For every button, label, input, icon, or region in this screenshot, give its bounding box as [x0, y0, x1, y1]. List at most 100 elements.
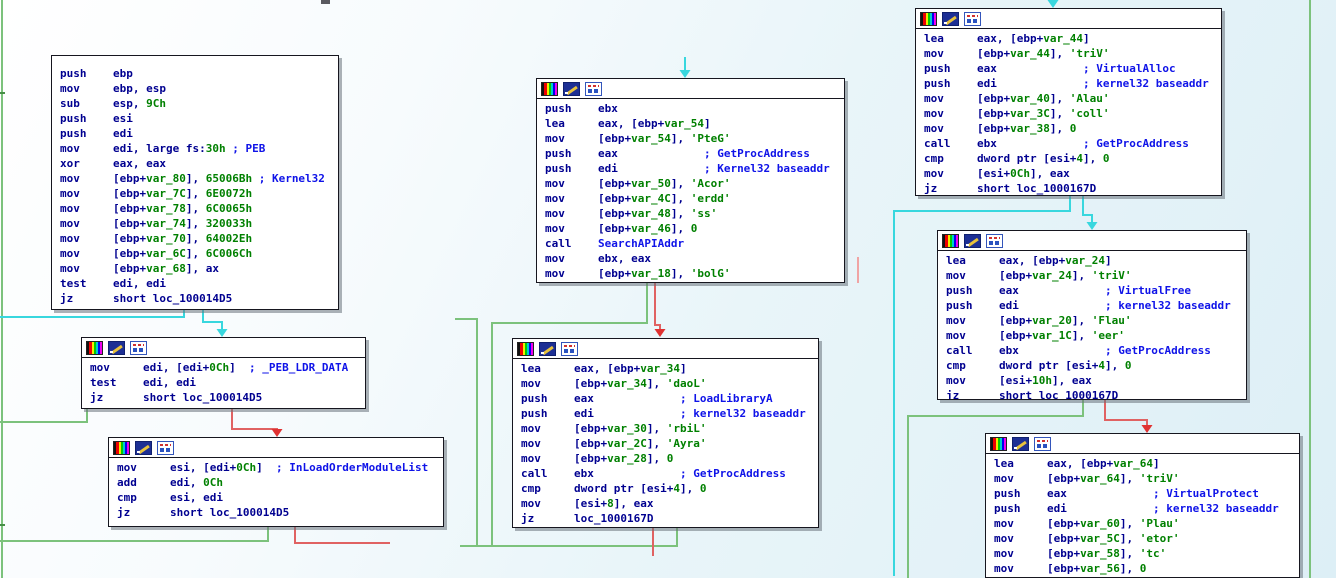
- asm-line: mov [ebp+var_40], 'Alau': [924, 91, 1221, 106]
- asm-line: push edi ; kernel32 baseaddr: [994, 501, 1299, 516]
- asm-line: lea eax, [ebp+var_24]: [946, 253, 1246, 268]
- asm-line: call ebx ; GetProcAddress: [924, 136, 1221, 151]
- group-node-icon[interactable]: [157, 441, 174, 455]
- asm-line: mov [ebp+var_64], 'triV': [994, 471, 1299, 486]
- group-node-icon[interactable]: [964, 12, 981, 26]
- asm-line: mov [ebp+var_48], 'ss': [545, 206, 844, 221]
- block-header: [916, 9, 1221, 29]
- asm-line: push eax ; GetProcAddress: [545, 146, 844, 161]
- asm-line: mov [esi+8], eax: [521, 496, 818, 511]
- asm-line: mov [esi+0Ch], eax: [924, 166, 1221, 181]
- edge-entry-fallthrough-arrowhead: [217, 329, 228, 337]
- block-code: push ebxlea eax, [ebp+var_54]mov [ebp+va…: [537, 99, 844, 281]
- asm-line: sub esp, 9Ch: [60, 96, 338, 111]
- asm-line: mov [ebp+var_2C], 'Ayra': [521, 436, 818, 451]
- node-color-icon[interactable]: [541, 82, 558, 96]
- edit-node-icon[interactable]: [135, 441, 152, 455]
- asm-line: push edi: [60, 126, 338, 141]
- asm-line: push edi ; kernel32 baseaddr: [924, 76, 1221, 91]
- asm-line: mov [ebp+var_20], 'Flau': [946, 313, 1246, 328]
- block-code: lea eax, [ebp+var_34]mov [ebp+var_34], '…: [513, 359, 818, 526]
- asm-line: jz short loc_100014D5: [90, 390, 365, 405]
- asm-line: mov esi, [edi+0Ch] ; InLoadOrderModuleLi…: [117, 460, 443, 475]
- asm-line: mov [ebp+var_58], 'tc': [994, 546, 1299, 561]
- asm-line: mov [ebp+var_30], 'rbiL': [521, 421, 818, 436]
- entry-block[interactable]: push ebpmov ebp, espsub esp, 9Chpush esi…: [51, 55, 339, 310]
- block-code: lea eax, [ebp+var_64]mov [ebp+var_64], '…: [986, 454, 1299, 578]
- edit-node-icon[interactable]: [108, 341, 125, 355]
- edit-node-icon[interactable]: [1012, 437, 1029, 451]
- asm-line: mov [ebp+var_46], 0: [545, 221, 844, 236]
- asm-line: lea eax, [ebp+var_44]: [924, 31, 1221, 46]
- asm-line: mov [ebp+var_68], ax: [60, 261, 338, 276]
- block-header: [938, 231, 1246, 251]
- virtualfree-block[interactable]: lea eax, [ebp+var_24]mov [ebp+var_24], '…: [937, 230, 1247, 400]
- asm-line: mov [ebp+var_56], 0: [994, 561, 1299, 576]
- asm-line: jz short loc_1000167D: [924, 181, 1221, 196]
- asm-line: mov [ebp+var_7C], 6E0072h: [60, 186, 338, 201]
- edit-node-icon[interactable]: [964, 234, 981, 248]
- asm-line: mov [ebp+var_5C], 'etor': [994, 531, 1299, 546]
- getprocaddress-block[interactable]: push ebxlea eax, [ebp+var_54]mov [ebp+va…: [536, 78, 845, 283]
- asm-line: mov [ebp+var_34], 'daoL': [521, 376, 818, 391]
- virtualprotect-block[interactable]: lea eax, [ebp+var_64]mov [ebp+var_64], '…: [985, 433, 1300, 578]
- asm-line: push eax ; VirtualAlloc: [924, 61, 1221, 76]
- asm-line: test edi, edi: [60, 276, 338, 291]
- asm-line: cmp dword ptr [esi+4], 0: [946, 358, 1246, 373]
- loadlibrary-block[interactable]: lea eax, [ebp+var_34]mov [ebp+var_34], '…: [512, 338, 819, 528]
- group-node-icon[interactable]: [1034, 437, 1051, 451]
- asm-line: mov [ebp+var_50], 'Acor': [545, 176, 844, 191]
- node-color-icon[interactable]: [990, 437, 1007, 451]
- asm-line: call ebx ; GetProcAddress: [521, 466, 818, 481]
- node-color-icon[interactable]: [920, 12, 937, 26]
- node-color-icon[interactable]: [86, 341, 103, 355]
- asm-line: mov edi, [edi+0Ch] ; _PEB_LDR_DATA: [90, 360, 365, 375]
- asm-line: push eax ; VirtualProtect: [994, 486, 1299, 501]
- asm-line: mov [ebp+var_54], 'PteG': [545, 131, 844, 146]
- node-color-icon[interactable]: [942, 234, 959, 248]
- asm-line: lea eax, [ebp+var_54]: [545, 116, 844, 131]
- asm-line: call ebx ; GetProcAddress: [946, 343, 1246, 358]
- asm-line: mov [ebp+var_18], 'bolG': [545, 266, 844, 281]
- asm-line: mov [ebp+var_44], 'triV': [924, 46, 1221, 61]
- block-header: [513, 339, 818, 359]
- edge-entry-taken: [0, 310, 184, 317]
- asm-line: mov [ebp+var_80], 65006Bh ; Kernel32: [60, 171, 338, 186]
- edge-vfree-fallthrough: [1105, 400, 1147, 426]
- node-color-icon[interactable]: [517, 342, 534, 356]
- edge-getproc-fallthrough: [655, 283, 660, 330]
- asm-line: push edi ; kernel32 baseaddr: [521, 406, 818, 421]
- edge-long-vertical: [455, 319, 477, 546]
- asm-line: mov ebp, esp: [60, 81, 338, 96]
- block-header: [986, 434, 1299, 454]
- asm-line: mov [ebp+var_60], 'Plau': [994, 516, 1299, 531]
- group-node-icon[interactable]: [585, 82, 602, 96]
- node-color-icon[interactable]: [113, 441, 130, 455]
- block-header: [109, 438, 443, 458]
- virtualalloc-block[interactable]: lea eax, [ebp+var_44]mov [ebp+var_44], '…: [915, 8, 1222, 196]
- asm-line: push ebp: [60, 66, 338, 81]
- edit-node-icon[interactable]: [563, 82, 580, 96]
- block-code: lea eax, [ebp+var_44]mov [ebp+var_44], '…: [916, 29, 1221, 196]
- asm-line: cmp dword ptr [esi+4], 0: [521, 481, 818, 496]
- module-list-block[interactable]: mov esi, [edi+0Ch] ; InLoadOrderModuleLi…: [108, 437, 444, 527]
- asm-line: jz loc_1000167D: [521, 511, 818, 526]
- asm-line: mov edi, large fs:30h ; PEB: [60, 141, 338, 156]
- block-code: mov edi, [edi+0Ch] ; _PEB_LDR_DATAtest e…: [82, 358, 365, 405]
- block-header: [82, 338, 365, 358]
- asm-line: mov [ebp+var_70], 64002Eh: [60, 231, 338, 246]
- asm-line: push edi ; kernel32 baseaddr: [946, 298, 1246, 313]
- group-node-icon[interactable]: [561, 342, 578, 356]
- group-node-icon[interactable]: [986, 234, 1003, 248]
- edit-node-icon[interactable]: [942, 12, 959, 26]
- block-code: lea eax, [ebp+var_24]mov [ebp+var_24], '…: [938, 251, 1246, 400]
- asm-line: mov [ebp+var_3C], 'coll': [924, 106, 1221, 121]
- edge-ldr-fallthrough-arrowhead: [272, 429, 283, 437]
- edge-getproc-fallthrough-arrowhead: [655, 329, 666, 337]
- edit-node-icon[interactable]: [539, 342, 556, 356]
- group-node-icon[interactable]: [130, 341, 147, 355]
- asm-line: jz short loc_100014D5: [117, 505, 443, 520]
- asm-line: mov [ebp+var_24], 'triV': [946, 268, 1246, 283]
- peb-ldr-block[interactable]: mov edi, [edi+0Ch] ; _PEB_LDR_DATAtest e…: [81, 337, 366, 409]
